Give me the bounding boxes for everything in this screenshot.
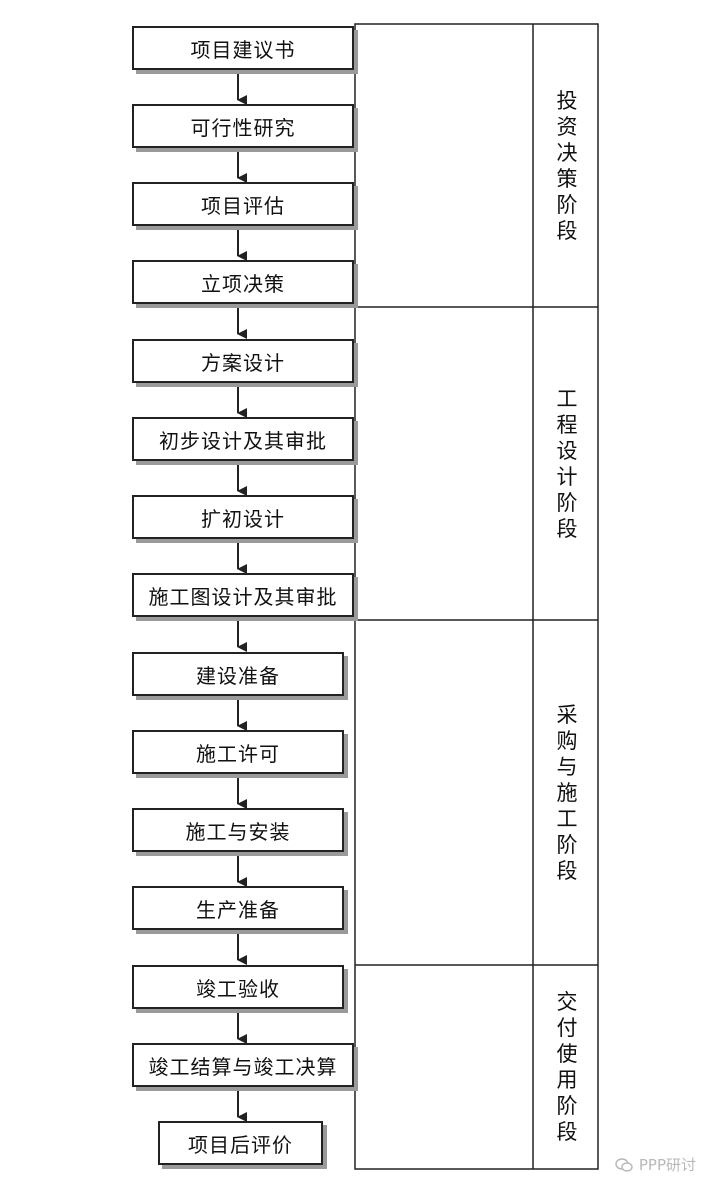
phase-label-procurement-construction: 采 购 与 施 工 阶 段	[547, 620, 587, 965]
phase-label-char: 资	[556, 114, 578, 139]
phase-label-char: 阶	[556, 490, 578, 515]
step-project-proposal: 项目建议书	[132, 26, 354, 70]
step-feasibility-study: 可行性研究	[132, 104, 354, 148]
step-project-evaluation: 项目评估	[132, 182, 354, 226]
phase-label-engineering-design: 工 程 设 计 阶 段	[547, 307, 587, 620]
phase-frame	[354, 23, 599, 1170]
step-construction-installation: 施工与安装	[132, 808, 344, 852]
step-construction-drawings: 施工图设计及其审批	[132, 573, 354, 617]
phase-label-char: 投	[556, 88, 578, 113]
phase-label-char: 付	[556, 1016, 578, 1040]
phase-label-char: 工	[556, 806, 578, 831]
watermark: PPP研讨	[615, 1154, 696, 1175]
phase-label-char: 段	[556, 516, 578, 541]
step-preliminary-design: 初步设计及其审批	[132, 417, 354, 461]
phase-label-char: 阶	[556, 832, 578, 857]
phase-label-char: 施	[556, 780, 578, 805]
phase-label-char: 计	[556, 464, 578, 489]
phase-label-char: 程	[556, 412, 578, 437]
phase-label-char: 阶	[556, 192, 578, 217]
phase-label-char: 决	[556, 140, 578, 165]
phase-label-char: 工	[556, 386, 578, 411]
step-approval-decision: 立项决策	[132, 260, 354, 304]
phase-label-char: 交	[556, 990, 578, 1014]
phase-label-investment-decision: 投 资 决 策 阶 段	[547, 24, 587, 307]
step-scheme-design: 方案设计	[132, 339, 354, 383]
phase-label-char: 段	[556, 1120, 578, 1144]
watermark-text: PPP研讨	[638, 1156, 696, 1174]
phase-label-char: 设	[556, 438, 578, 463]
phase-label-char: 策	[556, 166, 578, 191]
phase-label-char: 段	[556, 858, 578, 883]
phase-label-char: 使	[556, 1042, 578, 1066]
step-completion-acceptance: 竣工验收	[132, 965, 344, 1009]
phase-label-char: 段	[556, 218, 578, 243]
phase-label-char: 用	[556, 1068, 578, 1092]
step-production-preparation: 生产准备	[132, 886, 344, 930]
phase-label-char: 采	[556, 702, 578, 727]
wechat-icon	[615, 1157, 633, 1172]
step-extended-design: 扩初设计	[132, 495, 354, 539]
step-construction-permit: 施工许可	[132, 730, 344, 774]
step-construction-preparation: 建设准备	[132, 652, 344, 696]
step-post-evaluation: 项目后评价	[158, 1121, 323, 1165]
step-final-accounts: 竣工结算与竣工决算	[132, 1043, 354, 1087]
phase-label-char: 阶	[556, 1094, 578, 1118]
phase-label-char: 与	[556, 754, 578, 779]
phase-label-delivery-use: 交 付 使 用 阶 段	[547, 965, 587, 1169]
phase-label-char: 购	[556, 728, 578, 753]
